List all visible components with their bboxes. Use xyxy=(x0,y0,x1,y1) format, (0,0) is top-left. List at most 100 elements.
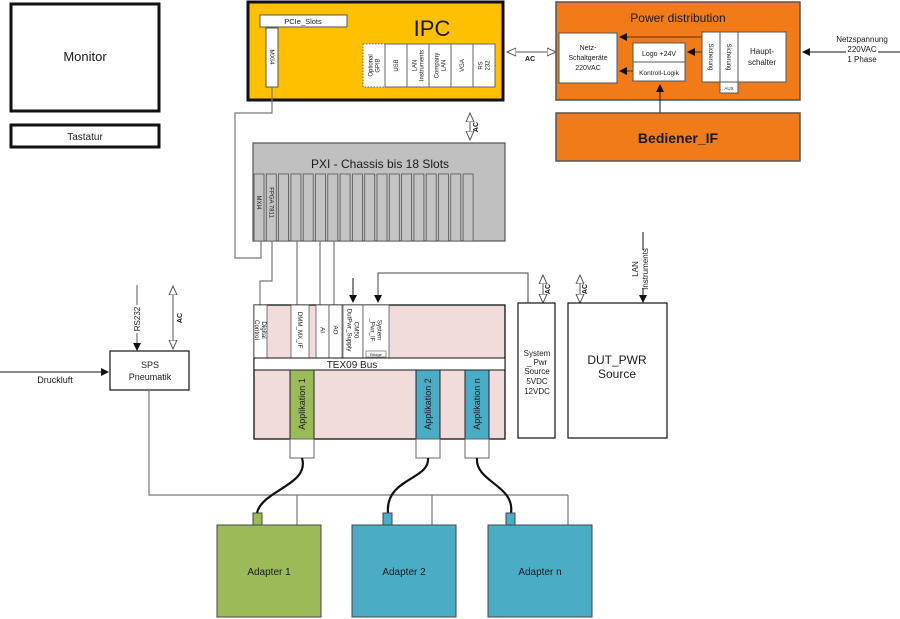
tex09-module-label: AI xyxy=(319,327,326,333)
tex09-module-label: Digital xyxy=(260,321,267,338)
pxi-slot xyxy=(364,173,376,242)
ipc-port-label: Company xyxy=(435,53,441,79)
dut-pwr-label-1: DUT_PWR xyxy=(587,353,647,367)
pxi-slot xyxy=(351,173,363,242)
aux-label: AUX xyxy=(724,86,733,91)
tex09-bus-label: TEX09 Bus xyxy=(327,360,378,371)
lan-label-1: LAN xyxy=(631,261,640,277)
logo-24v-label: Logo +24V xyxy=(642,51,676,58)
ac-label-pxi: AC xyxy=(473,122,480,132)
tex09-module-label: AO xyxy=(332,326,339,335)
pxi-slot xyxy=(253,173,265,242)
power-distribution-title: Power distribution xyxy=(630,11,725,25)
pxi-slot xyxy=(450,173,462,242)
lan-label-2: Instruments xyxy=(641,248,650,290)
dut-pwr-label-2: Source xyxy=(598,367,636,381)
ipc-port-label: LAN xyxy=(413,60,419,72)
pxi-slot xyxy=(376,173,388,242)
pxi-slot xyxy=(315,173,326,242)
tex09-module-label: Control xyxy=(253,320,260,340)
pxi-slot xyxy=(265,173,277,242)
ipc-port-label: VGA xyxy=(460,59,466,72)
ac-label-ipc: AC xyxy=(525,56,535,63)
keyboard-box: Tastatur xyxy=(9,123,161,149)
ipc-title: IPC xyxy=(414,16,451,41)
hauptschalter-label-1: Haupt- xyxy=(750,47,774,56)
pxi-slot-label: MXI4 xyxy=(255,195,261,210)
ipc-port-label: 232 xyxy=(486,60,492,71)
keyboard-label: Tastatur xyxy=(67,132,103,143)
pxi-slot xyxy=(413,173,425,242)
system-pwr-label-3: Source xyxy=(524,367,550,376)
monitor-label: Monitor xyxy=(63,49,107,64)
cable-adapter-1 xyxy=(255,457,304,514)
ac-label-system-pwr: AC xyxy=(545,284,552,294)
pxi-slot xyxy=(401,173,413,242)
ac-label-dut-pwr: AC xyxy=(582,284,589,294)
tex09-module-label: CM50 xyxy=(353,322,360,339)
adapter-box xyxy=(351,524,457,618)
tex09-module-label: _Pwr_IF xyxy=(369,317,376,341)
adapter-connector xyxy=(252,512,263,526)
system-pwr-label-2: _ Pwr xyxy=(526,358,548,367)
tex09-module-label: DutPwr_Supply xyxy=(346,309,353,353)
operator-interface-label: Bediener_IF xyxy=(638,130,719,146)
adapter-connector xyxy=(505,512,516,526)
pxi-slot xyxy=(388,173,400,242)
druckluft-label: Druckluft xyxy=(37,375,73,385)
ipc-port-label: USB xyxy=(394,59,400,71)
sicherung-2-label: Sicherung xyxy=(725,43,731,70)
sps-label-2: Pneumatik xyxy=(129,372,172,382)
ac-label-sps: AC xyxy=(177,313,184,323)
system-pwr-label-1: System xyxy=(524,349,551,358)
power-distribution-box: Power distribution Netz- Schaltgeräte 22… xyxy=(555,1,801,101)
pxi-slot xyxy=(339,173,351,242)
cable-adapter-2 xyxy=(386,457,430,514)
mxi4-cable xyxy=(234,87,273,259)
system-pwr-label-4: 5VDC xyxy=(526,377,548,386)
tex09-module-label: DMM_MX_IF xyxy=(296,312,303,349)
operator-interface-box: Bediener_IF xyxy=(555,112,801,162)
pcie-slots-label: PCIe_Slots xyxy=(284,17,322,26)
netz-label-2: Schaltgeräte xyxy=(568,55,607,62)
ipc-port-label: RS xyxy=(479,61,485,69)
ipc-port-slot xyxy=(472,43,496,88)
pxi-slot xyxy=(462,173,474,242)
mains-label-2: 220VAC xyxy=(847,45,876,54)
pneumatic-line xyxy=(148,390,568,496)
mains-label-1: Netzspannung xyxy=(836,35,888,44)
hauptschalter-label-2: schalter xyxy=(748,58,776,67)
netz-label-1: Netz- xyxy=(580,45,597,52)
tex09-module-label: System xyxy=(376,320,383,341)
ipc-mxi4-label: MXI4 xyxy=(268,49,275,65)
application-card xyxy=(289,369,315,440)
pxi-slot xyxy=(438,173,449,242)
adapter-label: Adapter 1 xyxy=(247,567,291,578)
rs232-label: RS232 xyxy=(133,306,142,331)
system-pwr-label-5: 12VDC xyxy=(524,387,550,396)
ipc-port-label: Optional xyxy=(369,54,375,76)
cable-adapter-n xyxy=(475,457,513,514)
application-card-label: Applikation 2 xyxy=(423,378,433,430)
pxi-chassis-title: PXI - Chassis bis 18 Slots xyxy=(311,157,449,171)
application-card xyxy=(415,369,441,440)
ipc-port-label: GPIB xyxy=(376,58,382,72)
pxi-slot-label: FPGA 7811 xyxy=(267,187,273,218)
adapter-connector xyxy=(382,512,393,526)
bridge-label: Bridge xyxy=(370,352,382,357)
sps-pneumatik-box: SPS Pneumatik xyxy=(109,350,190,391)
pxi-slot xyxy=(290,173,302,242)
pxi-slot xyxy=(302,173,314,242)
pxi-slot xyxy=(278,173,290,242)
kontroll-logik-label: Kontroll-Logik xyxy=(639,70,679,77)
pxi-slot-group: MXI4 FPGA 7811 xyxy=(253,173,474,242)
pxi-slot xyxy=(327,173,339,242)
system-power-source-box: System _ Pwr Source 5VDC 12VDC xyxy=(517,302,556,439)
ipc-port-label: Instruments xyxy=(420,50,426,81)
sps-label-1: SPS xyxy=(141,360,159,370)
pxi-chassis: PXI - Chassis bis 18 Slots MXI4 FPGA 7811 xyxy=(252,142,506,242)
